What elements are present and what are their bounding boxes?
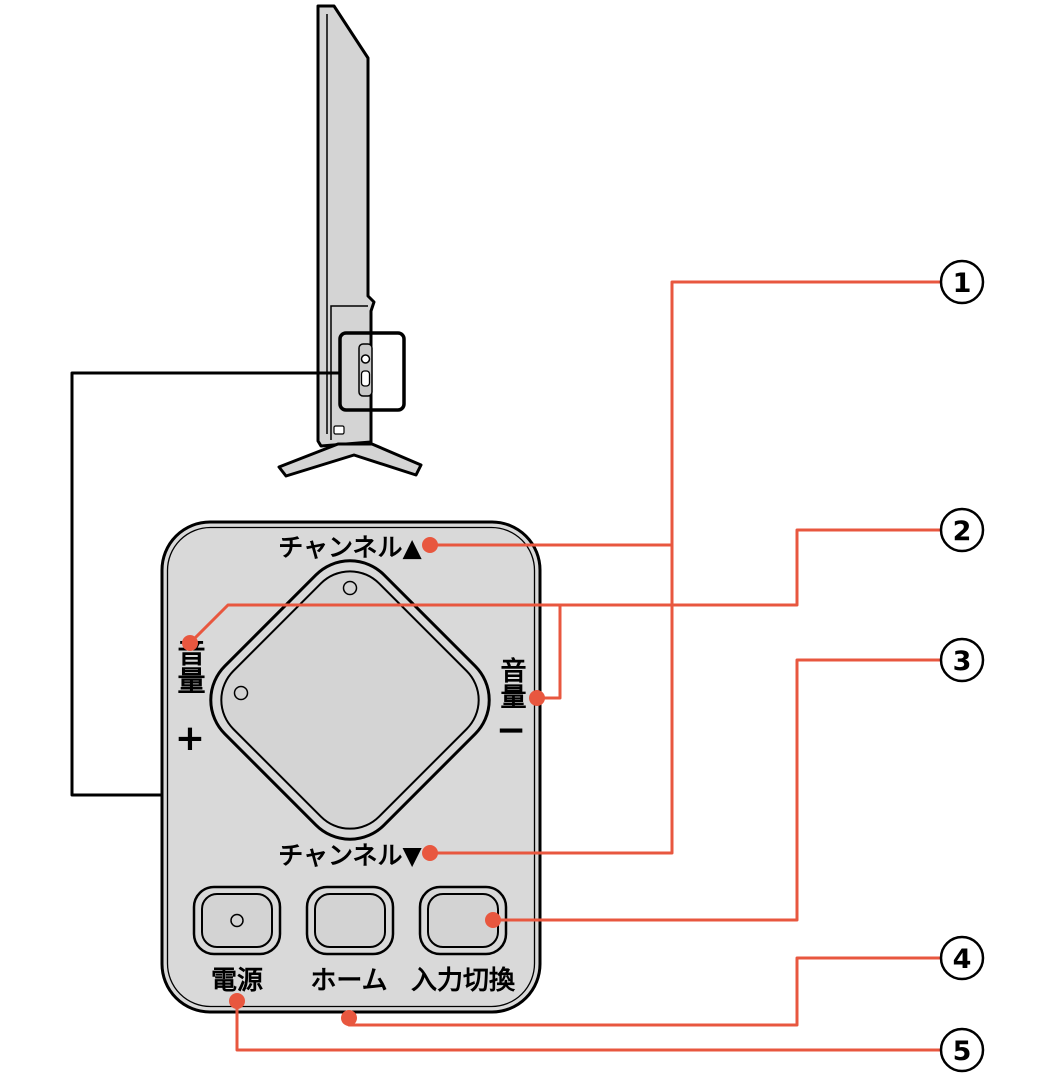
- callout-number: 4: [953, 944, 972, 975]
- callout-badge-circle: [939, 507, 985, 553]
- callout-badge-circle: [939, 259, 985, 305]
- callout-badge-circle: [939, 637, 985, 683]
- power-label: 電源: [211, 966, 263, 996]
- tv-side-view: [277, 4, 423, 478]
- callout-badge-1: 1: [939, 259, 985, 305]
- callout-dot-power: [229, 993, 245, 1009]
- tv-back-cover-edge: [330, 305, 368, 440]
- tv-side-button-housing: [358, 343, 373, 397]
- callout-leaders: [182, 280, 943, 1052]
- callout-dot-channel-up: [422, 537, 438, 553]
- callout-dot-volume-up: [182, 635, 198, 651]
- callout-line-1: [428, 280, 943, 855]
- callout-number: 1: [953, 268, 972, 299]
- zoom-connector-line: [70, 371, 340, 797]
- callout-badge-circle: [939, 1027, 985, 1073]
- volume-plus-sign: +: [175, 718, 205, 759]
- dpad-volume-marker: [233, 685, 249, 701]
- callout-line-2: [188, 528, 943, 645]
- callout-dot-input-switch: [485, 912, 501, 928]
- callout-number: 3: [953, 646, 972, 677]
- power-indicator-icon: [230, 913, 244, 928]
- tv-side-joystick: [360, 354, 371, 364]
- callout-line-3: [491, 658, 943, 922]
- callout-badge-4: 4: [939, 935, 985, 981]
- power-button-face: [201, 893, 273, 948]
- volume-minus-sign: −: [496, 710, 526, 751]
- callout-badge-5: 5: [939, 1027, 985, 1073]
- control-panel: チャンネル▲ チャンネル▼ 音量 + 音量 − 電源 ホーム 入力切換: [160, 520, 542, 1014]
- callout-line-5: [235, 999, 943, 1052]
- callout-number: 5: [953, 1036, 972, 1067]
- callout-badge-circle: [939, 935, 985, 981]
- tv-stand: [277, 442, 423, 478]
- dpad-inner: [220, 570, 480, 830]
- callout-dot-channel-down: [422, 845, 438, 861]
- power-button: [192, 885, 282, 956]
- callout-badge-3: 3: [939, 637, 985, 683]
- callout-number: 2: [953, 516, 972, 547]
- dpad-channel-marker: [342, 580, 358, 596]
- callout-dot-home: [341, 1010, 357, 1026]
- input-switch-label: 入力切換: [411, 966, 516, 996]
- home-button: [305, 885, 395, 956]
- tv-side-button-slot: [360, 370, 371, 387]
- control-panel-inner-edge: [166, 526, 536, 1008]
- tv-body: [316, 4, 376, 448]
- tv-port: [333, 425, 345, 435]
- channel-down-label: チャンネル▼: [278, 841, 422, 870]
- callout-badge-2: 2: [939, 507, 985, 553]
- channel-up-label: チャンネル▲: [278, 533, 422, 562]
- volume-down-label: 音量: [496, 656, 526, 709]
- home-button-face: [314, 893, 386, 948]
- callout-dot-volume-down: [529, 690, 545, 706]
- callout-badges: 1 2 3 4 5: [939, 259, 985, 1073]
- home-label: ホーム: [310, 966, 387, 996]
